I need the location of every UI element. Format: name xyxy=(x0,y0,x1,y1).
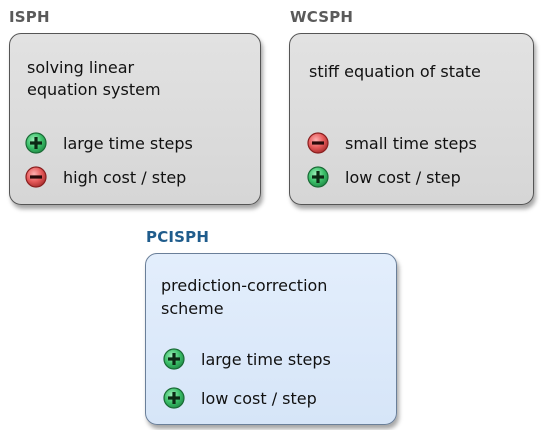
wcsph-item-small-time-steps: small time steps xyxy=(307,130,477,156)
minus-circle-icon xyxy=(307,132,329,154)
wcsph-description-line-1: stiff equation of state xyxy=(309,62,481,81)
wcsph-item-label: small time steps xyxy=(345,133,477,153)
pcisph-item-large-time-steps: large time steps xyxy=(163,346,331,372)
plus-circle-icon xyxy=(163,387,185,409)
plus-circle-icon xyxy=(25,132,47,154)
isph-title: ISPH xyxy=(9,8,50,26)
pcisph-description-line-2: scheme xyxy=(161,299,224,318)
isph-item-large-time-steps: large time steps xyxy=(25,130,193,156)
pcisph-item-low-cost: low cost / step xyxy=(163,385,317,411)
minus-circle-icon xyxy=(25,166,47,188)
isph-item-label: high cost / step xyxy=(63,167,187,187)
pcisph-item-label: low cost / step xyxy=(201,388,317,408)
isph-card: solving linear equation system large tim… xyxy=(9,33,261,205)
pcisph-card: prediction-correction scheme large time … xyxy=(145,253,397,425)
pcisph-description-line-1: prediction-correction xyxy=(161,276,328,295)
wcsph-item-low-cost: low cost / step xyxy=(307,164,461,190)
pcisph-item-label: large time steps xyxy=(201,349,331,369)
isph-item-high-cost: high cost / step xyxy=(25,164,186,190)
wcsph-card: stiff equation of state small time steps… xyxy=(289,33,534,205)
plus-circle-icon xyxy=(307,166,329,188)
isph-item-label: large time steps xyxy=(63,133,193,153)
isph-description-line-2: equation system xyxy=(27,80,161,99)
pcisph-title: PCISPH xyxy=(146,228,210,246)
isph-description-line-1: solving linear xyxy=(27,58,135,77)
wcsph-item-label: low cost / step xyxy=(345,167,461,187)
plus-circle-icon xyxy=(163,348,185,370)
wcsph-title: WCSPH xyxy=(290,8,354,26)
